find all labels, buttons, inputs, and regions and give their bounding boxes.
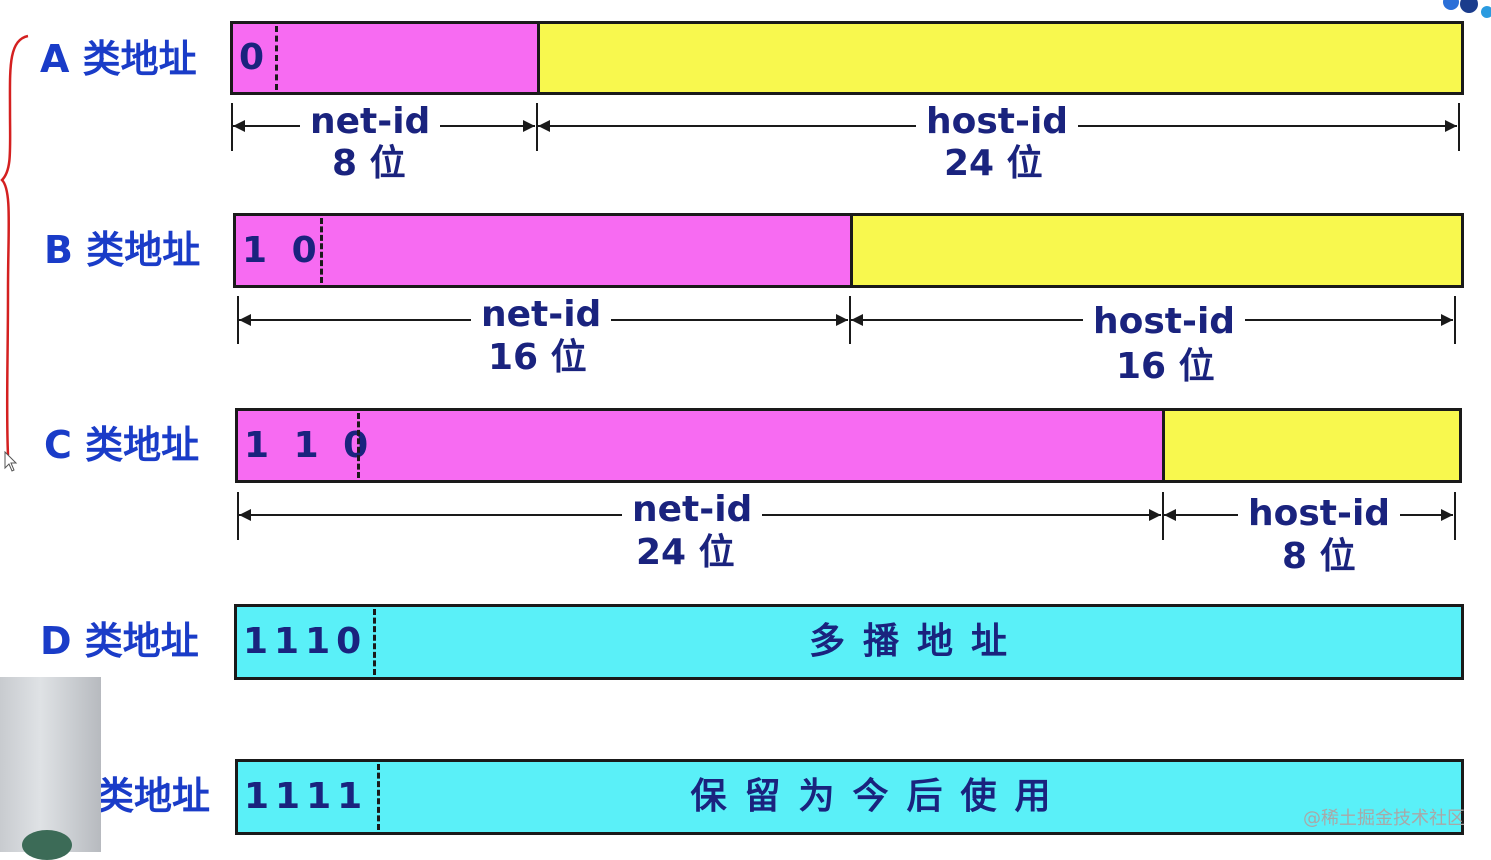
class-c-prefix-divider [357, 413, 360, 478]
class-a-net-bits: 8 位 [332, 143, 406, 184]
arrow-left-icon [538, 120, 550, 132]
arrow-right-icon [1149, 509, 1161, 521]
class-e-prefix-divider [377, 764, 380, 830]
class-b-net-bits: 16 位 [488, 337, 587, 378]
class-e-prefix: 1111 [244, 776, 369, 817]
arrow-left-icon [233, 120, 245, 132]
class-a-label: A 类地址 [40, 37, 197, 81]
class-a-bar: 0 [230, 21, 1464, 95]
class-b-host-segment [850, 216, 1461, 285]
class-c-net-segment [238, 411, 1162, 480]
class-d-description: 多播地址 [808, 621, 1025, 662]
class-c-prefix: 1 1 0 [244, 424, 375, 466]
class-d-prefix: 1110 [243, 621, 368, 662]
class-a-host-name: host-id [916, 104, 1079, 140]
class-a-host-segment [537, 24, 1461, 92]
class-c-net-name: net-id [622, 492, 763, 528]
arrow-right-icon [1441, 314, 1453, 326]
class-b-prefix: 1 0 [242, 229, 323, 271]
class-b-net-segment [236, 216, 850, 285]
class-d-prefix-divider [373, 609, 376, 675]
class-c-host-bits: 8 位 [1282, 536, 1356, 577]
dim-tick [237, 296, 239, 344]
class-a-prefix: 0 [239, 37, 271, 78]
dim-tick [1162, 492, 1164, 540]
class-b-host-bits: 16 位 [1116, 346, 1215, 387]
class-b-host-name: host-id [1083, 304, 1246, 340]
class-c-host-name: host-id [1238, 496, 1401, 532]
class-b-prefix-divider [320, 218, 323, 283]
class-e-description: 保留为今后使用 [690, 776, 1069, 817]
class-b-bar: 1 0 [233, 213, 1464, 288]
arrow-left-icon [239, 314, 251, 326]
dim-tick [1454, 492, 1456, 540]
class-a-net-segment [233, 24, 537, 92]
class-d-label: D 类地址 [40, 619, 199, 663]
arrow-right-icon [523, 120, 535, 132]
arrow-right-icon [1441, 509, 1453, 521]
class-e-label: 类地址 [96, 774, 211, 818]
class-e-bar: 1111 保留为今后使用 [235, 759, 1464, 835]
class-c-bar: 1 1 0 [235, 408, 1462, 483]
mouse-cursor-icon [4, 451, 18, 472]
dim-tick [231, 103, 233, 151]
class-a-prefix-divider [275, 26, 278, 90]
class-b-label: B 类地址 [44, 228, 201, 272]
arrow-right-icon [1445, 120, 1457, 132]
webcam-object [22, 830, 72, 860]
class-a-net-name: net-id [300, 104, 441, 140]
arrow-left-icon [239, 509, 251, 521]
arrow-right-icon [836, 314, 848, 326]
dim-tick [849, 296, 851, 344]
arrow-left-icon [1164, 509, 1176, 521]
class-c-net-bits: 24 位 [636, 532, 735, 573]
dim-tick [237, 492, 239, 540]
class-c-label: C 类地址 [44, 423, 200, 467]
webcam-overlay [0, 677, 101, 852]
watermark: @稀土掘金技术社区 [1303, 808, 1465, 829]
class-d-bar: 1110 多播地址 [234, 604, 1464, 680]
corner-logo-icon [1443, 0, 1491, 18]
class-c-host-segment [1162, 411, 1459, 480]
dim-tick [536, 103, 538, 151]
arrow-left-icon [851, 314, 863, 326]
class-a-host-bits: 24 位 [944, 143, 1043, 184]
class-b-net-name: net-id [471, 297, 612, 333]
dim-tick [1454, 296, 1456, 344]
annotation-brace [0, 34, 29, 456]
dim-tick [1458, 103, 1460, 151]
